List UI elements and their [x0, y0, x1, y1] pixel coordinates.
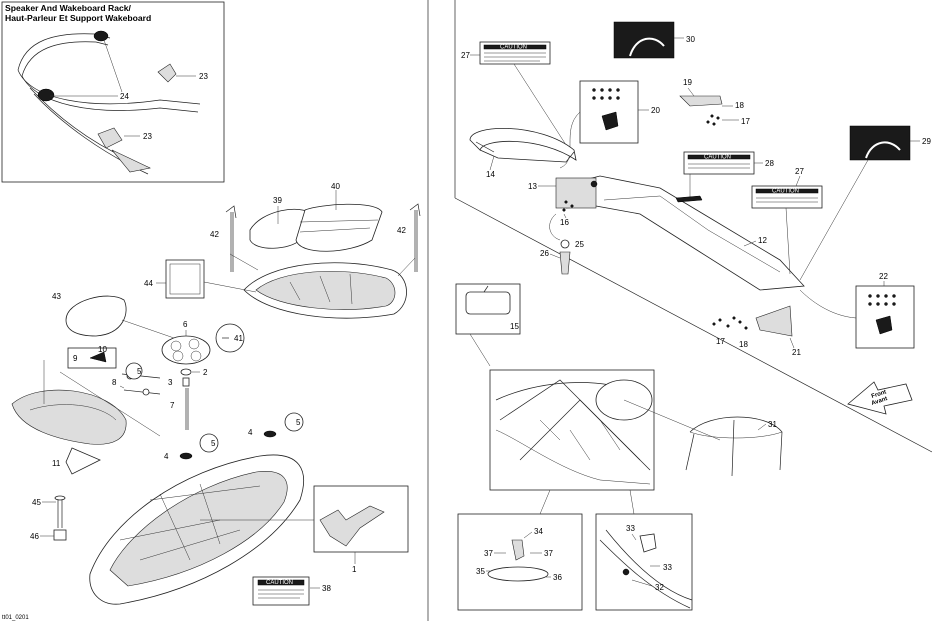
callout-42a: 42 [210, 230, 219, 239]
circle-41 [215, 323, 245, 353]
front-arrow: Front Avant [847, 381, 913, 415]
callout-23a: 23 [199, 72, 208, 81]
callout-32: 32 [655, 583, 664, 592]
left-callouts-extra: 5 [0, 0, 5, 2]
left-assembly: 39 40 42 42 44 43 6 41 [11, 182, 421, 606]
bracket-21 [755, 305, 793, 337]
mount-13 [555, 177, 597, 209]
callout-2: 2 [203, 368, 208, 377]
mirror-15 [465, 291, 511, 315]
callout-4a: 4 [164, 452, 169, 461]
base-35 [487, 566, 549, 582]
boat-side-view [11, 389, 127, 445]
part-43 [65, 295, 127, 337]
footer-code: tt01_0201 [2, 615, 29, 621]
callout-17a: 17 [741, 117, 750, 126]
callout-37b: 37 [544, 549, 553, 558]
callout-39: 39 [273, 196, 282, 205]
inset-speaker-rack: Speaker And Wakeboard Rack/ Haut-Parleur… [1, 1, 225, 183]
callout-19: 19 [683, 78, 692, 87]
callout-6: 6 [183, 320, 188, 329]
beam-12 [558, 175, 805, 291]
callout-44: 44 [144, 279, 153, 288]
callout-14: 14 [486, 170, 495, 179]
caution-28-text: CAUTION [704, 155, 731, 161]
callout-22: 22 [879, 272, 888, 281]
caution-27b-text: CAUTION [772, 189, 799, 195]
callout-15: 15 [510, 322, 519, 331]
front-label: Front [871, 389, 887, 399]
divider-diagonal [454, 197, 932, 453]
callout-9: 9 [73, 354, 78, 363]
callout-27a: 27 [461, 51, 470, 60]
bimini-31 [685, 416, 783, 477]
bracket-19 [679, 95, 723, 107]
part-44 [165, 259, 205, 299]
speaker-top [93, 30, 109, 42]
part-11 [65, 447, 101, 475]
callout-10: 10 [98, 345, 107, 354]
callout-34: 34 [534, 527, 543, 536]
callout-5a: 5 [137, 367, 142, 376]
caution-27a-text: CAUTION [500, 45, 527, 51]
callout-25: 25 [575, 240, 584, 249]
callout-8: 8 [112, 378, 117, 387]
callout-42b: 42 [397, 226, 406, 235]
callout-29: 29 [922, 137, 931, 146]
arch-14 [469, 128, 577, 161]
callout-43: 43 [52, 292, 61, 301]
callout-46: 46 [30, 532, 39, 541]
wakeboard-clamp-bottom [97, 127, 123, 149]
callout-23b: 23 [143, 132, 152, 141]
callout-38: 38 [322, 584, 331, 593]
avant-label: Avant [871, 396, 889, 407]
callout-16: 16 [560, 218, 569, 227]
detail-box-right [595, 513, 693, 611]
callout-4b: 4 [248, 428, 253, 437]
callout-24: 24 [120, 92, 129, 101]
callout-21: 21 [792, 348, 801, 357]
callout-37a: 37 [484, 549, 493, 558]
callout-3: 3 [168, 378, 173, 387]
callout-1: 1 [352, 565, 357, 574]
right-assembly: CAUTION 27 30 20 19 18 17 [455, 21, 931, 611]
callout-41: 41 [234, 334, 243, 343]
inset-title-line1: Speaker And Wakeboard Rack/ [5, 3, 132, 13]
callout-26: 26 [540, 249, 549, 258]
callout-28: 28 [765, 159, 774, 168]
detail-box-left [457, 513, 583, 611]
callout-36: 36 [553, 573, 562, 582]
clamp-34 [511, 539, 525, 561]
callout-35: 35 [476, 567, 485, 576]
callout-18a: 18 [735, 101, 744, 110]
callout-7: 7 [170, 401, 175, 410]
callout-17b: 17 [716, 337, 725, 346]
callout-5c: 5 [296, 418, 301, 427]
callout-12: 12 [758, 236, 767, 245]
callout-33a: 33 [626, 524, 635, 533]
callout-40: 40 [331, 182, 340, 191]
inset-title-line2: Haut-Parleur Et Support Wakeboard [5, 13, 151, 23]
callout-30: 30 [686, 35, 695, 44]
caution-38-text: CAUTION [266, 580, 293, 586]
callout-18b: 18 [739, 340, 748, 349]
speaker-bottom [37, 88, 55, 102]
callout-45: 45 [32, 498, 41, 507]
callout-20: 20 [651, 106, 660, 115]
callout-33b: 33 [663, 563, 672, 572]
callout-27b: 27 [795, 167, 804, 176]
part-6 [161, 335, 211, 365]
callout-5b: 5 [211, 439, 216, 448]
callout-31: 31 [768, 420, 777, 429]
wakeboard-clamp-top [157, 63, 177, 83]
callout-13: 13 [528, 182, 537, 191]
seat-40 [295, 203, 383, 252]
callout-11: 11 [52, 459, 61, 468]
